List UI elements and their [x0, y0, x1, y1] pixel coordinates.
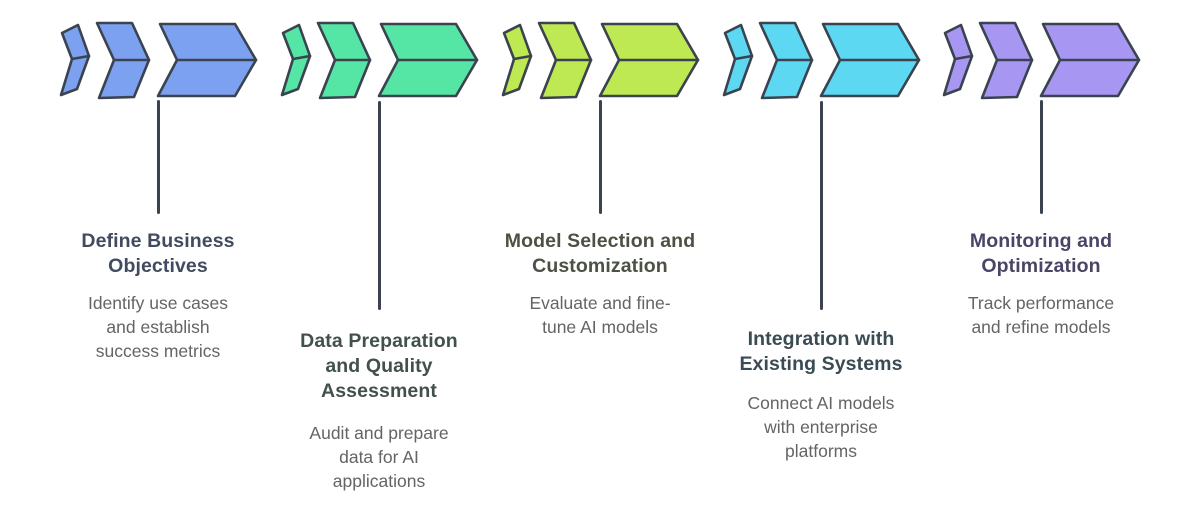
step-description-line: Track performance: [967, 293, 1115, 313]
step-description-line: platforms: [785, 441, 857, 461]
step-title-line: Data Preparation: [300, 330, 458, 352]
step-description-line: with enterprise: [764, 417, 878, 437]
step-description-line: Audit and prepare: [309, 423, 449, 443]
step-title-line: Objectives: [108, 255, 208, 277]
triple-chevron-arrow-icon: [942, 21, 1141, 100]
triple-chevron-arrow-icon: [501, 21, 700, 100]
step-title-line: Model Selection and: [504, 230, 696, 252]
step-description-line: data for AI: [339, 447, 419, 467]
step-description-line: Evaluate and fine-: [529, 293, 671, 313]
step-title-line: Integration with: [747, 328, 895, 350]
step-description-line: Identify use cases: [87, 293, 229, 313]
connector-line: [599, 100, 602, 214]
step-title: Model Selection and Customization: [490, 229, 710, 279]
step-group-data-preparation: Data Preparation and Quality Assessment …: [269, 0, 489, 516]
step-group-define-business-objectives: Define Business Objectives Identify use …: [48, 0, 268, 516]
step-description-line: and refine models: [971, 317, 1111, 337]
step-title: Monitoring and Optimization: [931, 229, 1151, 279]
step-description: Audit and prepare data for AI applicatio…: [269, 421, 489, 493]
triple-chevron-arrow-icon: [280, 21, 479, 100]
step-title-line: Monitoring and: [969, 230, 1113, 252]
step-title-line: Assessment: [321, 380, 437, 402]
triple-chevron-arrow-icon: [722, 21, 921, 100]
step-description-line: applications: [332, 471, 426, 491]
step-title-line: Optimization: [981, 255, 1101, 277]
connector-line: [157, 100, 160, 214]
step-title: Integration with Existing Systems: [711, 327, 931, 377]
step-description-line: and establish: [106, 317, 210, 337]
step-description: Connect AI models with enterprise platfo…: [711, 391, 931, 463]
step-group-model-selection: Model Selection and Customization Evalua…: [490, 0, 710, 516]
step-title: Data Preparation and Quality Assessment: [269, 329, 489, 404]
step-group-monitoring: Monitoring and Optimization Track perfor…: [931, 0, 1151, 516]
connector-line: [378, 101, 381, 310]
triple-chevron-arrow-icon: [59, 21, 258, 100]
step-title: Define Business Objectives: [48, 229, 268, 279]
step-description-line: success metrics: [95, 341, 221, 361]
connector-line: [820, 101, 823, 310]
step-title-line: and Quality: [325, 355, 433, 377]
connector-line: [1040, 100, 1043, 214]
step-description: Evaluate and fine- tune AI models: [490, 291, 710, 339]
step-title-line: Existing Systems: [739, 353, 903, 375]
step-title-line: Customization: [532, 255, 668, 277]
step-title-line: Define Business: [81, 230, 235, 252]
step-group-integration: Integration with Existing Systems Connec…: [711, 0, 931, 516]
step-description-line: Connect AI models: [747, 393, 895, 413]
step-description-line: tune AI models: [542, 317, 658, 337]
step-description: Track performance and refine models: [931, 291, 1151, 339]
step-description: Identify use cases and establish success…: [48, 291, 268, 363]
